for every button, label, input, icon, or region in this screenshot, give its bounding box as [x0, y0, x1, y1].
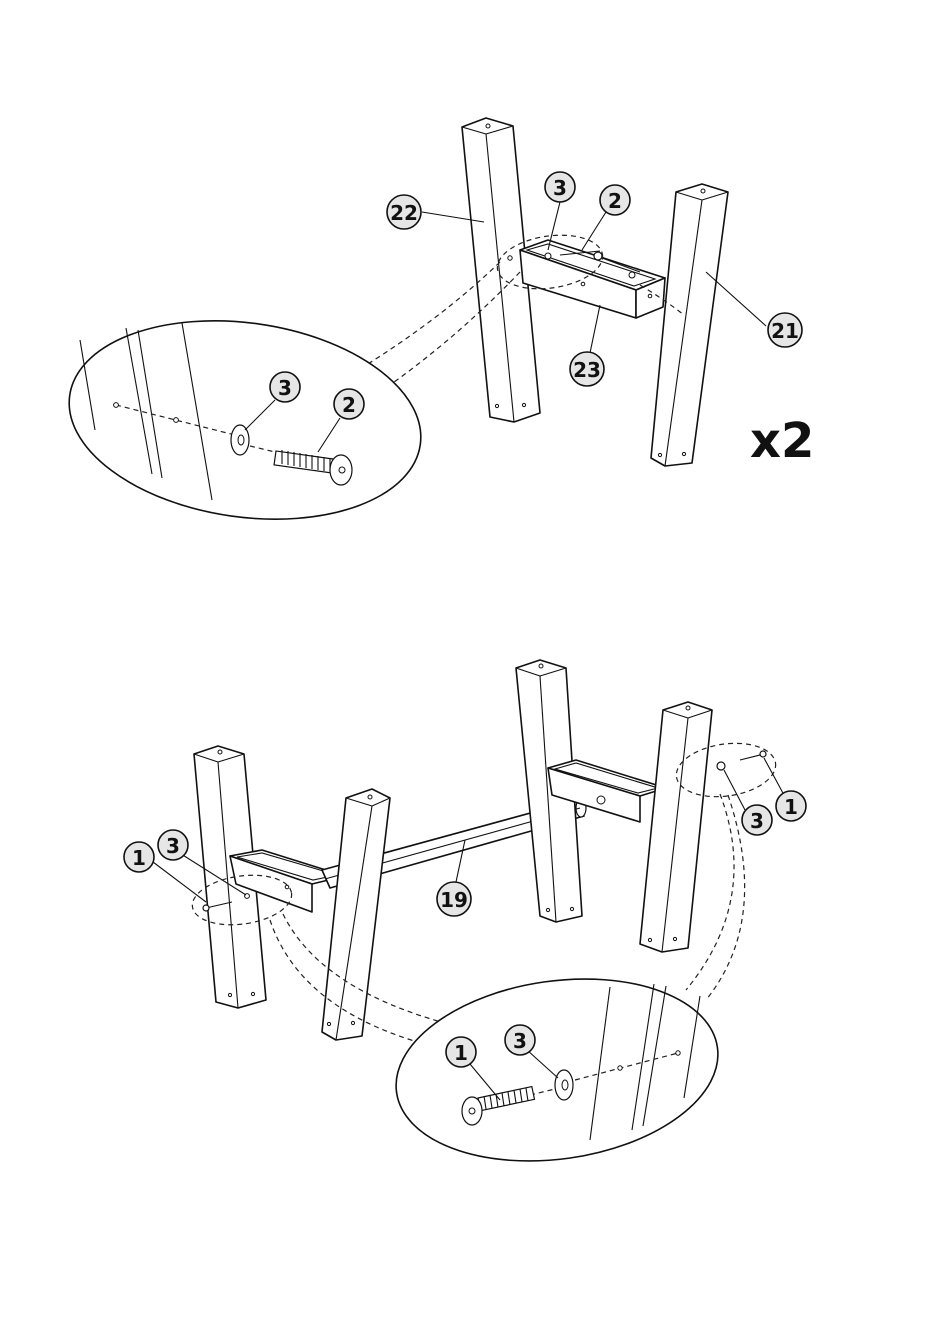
callout-21: 21	[768, 313, 802, 347]
callout-1-left: 1	[124, 842, 154, 872]
callout-19-label: 19	[440, 888, 468, 912]
callout-3-top-label: 3	[553, 176, 567, 200]
callout-1-left-label: 1	[132, 846, 146, 870]
callout-1-right-label: 1	[784, 795, 798, 819]
callout-21-label: 21	[771, 319, 799, 343]
callout-22-label: 22	[390, 201, 418, 225]
step2-zoom-detail	[384, 959, 730, 1180]
callout-zoom-3b: 3	[505, 1025, 535, 1055]
leg-21	[651, 184, 728, 466]
callout-19: 19	[437, 882, 471, 916]
callout-3-left-label: 3	[166, 834, 180, 858]
step2-assembly	[153, 660, 784, 1181]
callout-23-label: 23	[573, 358, 601, 382]
callout-3-top: 3	[545, 172, 575, 202]
callout-3-right: 3	[742, 805, 772, 835]
callout-2-top: 2	[600, 185, 630, 215]
callout-zoom-2: 2	[334, 389, 364, 419]
callout-1-right: 1	[776, 791, 806, 821]
callout-2-top-label: 2	[608, 189, 622, 213]
zoom-leader-6	[706, 795, 745, 1000]
multiplier-label: x2	[750, 413, 814, 469]
callout-23: 23	[570, 352, 604, 386]
leg-front-right	[640, 702, 712, 952]
step1-assembly	[56, 118, 766, 541]
callout-zoom-1: 1	[446, 1037, 476, 1067]
callout-3-right-label: 3	[750, 809, 764, 833]
callout-zoom-1-label: 1	[454, 1041, 468, 1065]
step1-zoom-detail	[56, 299, 434, 540]
callout-zoom-3-label: 3	[278, 376, 292, 400]
callout-22: 22	[387, 195, 421, 229]
callout-zoom-3: 3	[270, 372, 300, 402]
callout-zoom-3b-label: 3	[513, 1029, 527, 1053]
callout-3-left: 3	[158, 830, 188, 860]
callout-zoom-2-label: 2	[342, 393, 356, 417]
leg-front-left	[322, 789, 390, 1040]
